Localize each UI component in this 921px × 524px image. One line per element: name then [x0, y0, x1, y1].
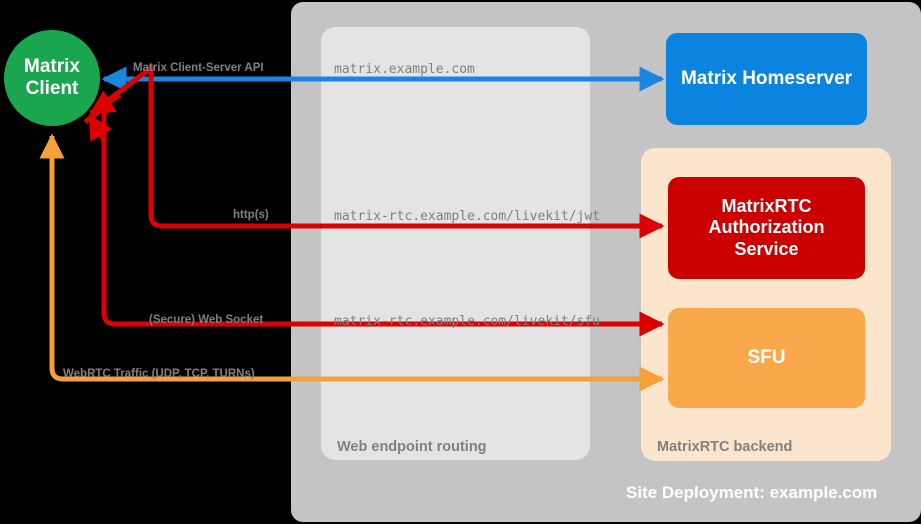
endpoint-livekit-sfu: matrix-rtc.example.com/livekit/sfu: [334, 314, 601, 329]
matrix-homeserver-label-text: Matrix Homeserver: [680, 67, 853, 89]
sfu-label-text: SFU: [747, 346, 786, 368]
edge-label-secure-web-socket: (Secure) Web Socket: [149, 314, 264, 326]
matrix-homeserver-node: [666, 33, 867, 125]
authorization-label-line1: MatrixRTC: [721, 196, 812, 217]
web-endpoint-routing-caption: Web endpoint routing: [337, 439, 487, 455]
matrix-homeserver-label: Matrix Homeserver: [666, 33, 867, 125]
sfu-node: [668, 308, 865, 408]
edge-webrtc-traffic: [39, 133, 665, 392]
endpoint-matrix-example-com: matrix.example.com: [334, 62, 475, 77]
matrixrtc-backend-caption: MatrixRTC backend: [657, 439, 793, 455]
matrixrtc-authorization-service-node: [668, 177, 865, 279]
edge-livekit-jwt-arrowhead-client: [88, 90, 122, 116]
edge-label-webrtc-traffic: WebRTC Traffic (UDP, TCP, TURNs): [63, 368, 255, 380]
authorization-label-line2: Authorization: [708, 217, 825, 238]
sfu-label: SFU: [668, 308, 865, 408]
endpoint-livekit-jwt: matrix-rtc.example.com/livekit/jwt: [334, 209, 601, 224]
edge-label-client-server-api: Matrix Client-Server API: [133, 62, 264, 74]
matrixrtc-authorization-service-label: MatrixRTC Authorization Service: [668, 177, 865, 279]
matrix-client-label: Matrix Client: [4, 46, 100, 110]
matrix-client-label-line1: Matrix: [24, 55, 80, 77]
web-endpoint-routing-container: [321, 27, 590, 460]
site-deployment-caption: Site Deployment: example.com: [626, 483, 878, 502]
edge-label-http-s: http(s): [233, 209, 269, 221]
authorization-label-line3: Service: [734, 238, 799, 259]
matrix-client-label-line2: Client: [25, 78, 79, 99]
matrix-client-node: [4, 30, 100, 126]
